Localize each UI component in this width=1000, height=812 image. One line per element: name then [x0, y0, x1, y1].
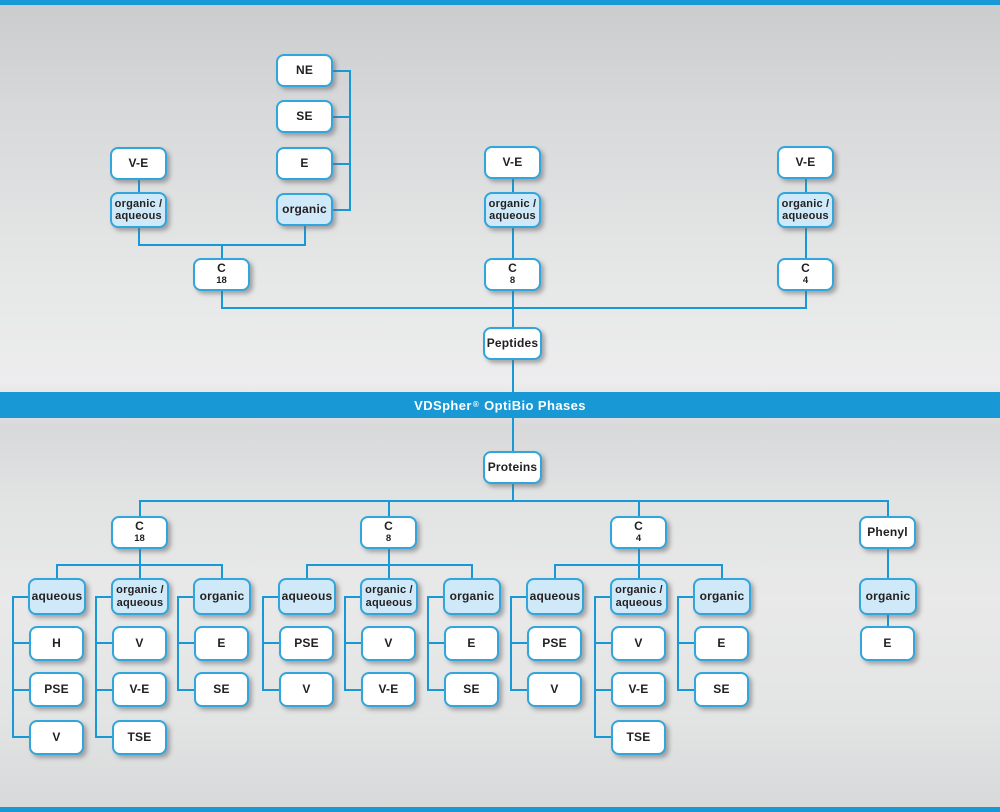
node-phenyl-organic: organic	[859, 578, 917, 615]
label-line1: organic /	[488, 197, 537, 210]
node-c18-orgaq-ve: V-E	[112, 672, 167, 707]
node-c18-organic-e: E	[194, 626, 249, 661]
node-c4-orgaq-tse: TSE	[611, 720, 666, 755]
node-peptides-root: Peptides	[483, 327, 542, 360]
node-pep-organic: organic	[276, 193, 333, 226]
bottom-border-bar	[0, 807, 1000, 812]
banner-rest: OptiBio Phases	[484, 397, 586, 413]
node-c18-orgaq-tse: TSE	[112, 720, 167, 755]
node-c4-orgaq-ve: V-E	[611, 672, 666, 707]
node-c8-organic-se: SE	[444, 672, 499, 707]
node-c4-organic: organic	[693, 578, 751, 615]
node-c4-organic-se: SE	[694, 672, 749, 707]
node-phenyl-organic-e: E	[860, 626, 915, 661]
banner-optibio-phases: VDSpher®OptiBio Phases	[0, 392, 1000, 418]
node-c4-organic-e: E	[694, 626, 749, 661]
label-line2: aqueous	[365, 596, 413, 609]
node-c18-organic-aqueous: organic / aqueous	[111, 578, 169, 615]
node-c18-orgaq-v: V	[112, 626, 167, 661]
banner-brand: VDSpher	[414, 397, 472, 413]
label-line1: organic /	[781, 197, 830, 210]
node-c18-organic-se: SE	[194, 672, 249, 707]
label-line2: aqueous	[615, 596, 663, 609]
node-proteins-root: Proteins	[483, 451, 542, 484]
node-pep-c18-organic-aqueous: organic / aqueous	[110, 192, 167, 228]
peptide-connectors	[138, 70, 807, 394]
node-pep-c4-ve: V-E	[777, 146, 834, 179]
node-c4-aqueous: aqueous	[526, 578, 584, 615]
node-c18-organic: organic	[193, 578, 251, 615]
label-line1: organic /	[615, 584, 663, 597]
node-pep-c18-ve: V-E	[110, 147, 167, 180]
label-line2: aqueous	[489, 210, 536, 222]
node-c4-aqueous-v: V	[527, 672, 582, 707]
label-line1: organic /	[116, 584, 164, 597]
node-pep-se: SE	[276, 100, 333, 133]
label-line2: aqueous	[115, 210, 162, 222]
node-pep-c8-ve: V-E	[484, 146, 541, 179]
node-c18-aqueous-h: H	[29, 626, 84, 661]
node-c8-organic-aqueous: organic / aqueous	[360, 578, 418, 615]
node-pep-c8-organic-aqueous: organic / aqueous	[484, 192, 541, 228]
node-c18-aqueous-v: V	[29, 720, 84, 755]
node-c18-aqueous-pse: PSE	[29, 672, 84, 707]
label-line1: organic /	[365, 584, 413, 597]
node-c8-aqueous-v: V	[279, 672, 334, 707]
node-c8-organic: organic	[443, 578, 501, 615]
node-c4-orgaq-v: V	[611, 626, 666, 661]
node-c8-orgaq-ve: V-E	[361, 672, 416, 707]
label-line1: organic /	[114, 197, 163, 210]
node-pro-phenyl: Phenyl	[859, 516, 916, 549]
node-c4-aqueous-pse: PSE	[527, 626, 582, 661]
node-c8-organic-e: E	[444, 626, 499, 661]
category-bracket-connectors	[12, 596, 697, 738]
node-pep-e: E	[276, 147, 333, 180]
node-pep-c4-organic-aqueous: organic / aqueous	[777, 192, 834, 228]
node-pep-ne: NE	[276, 54, 333, 87]
protein-backbone-connectors	[56, 417, 889, 628]
node-c8-aqueous-pse: PSE	[279, 626, 334, 661]
top-border-bar	[0, 0, 1000, 5]
node-c8-aqueous: aqueous	[278, 578, 336, 615]
node-c8-orgaq-v: V	[361, 626, 416, 661]
label-line2: aqueous	[782, 210, 829, 222]
node-c18-aqueous: aqueous	[28, 578, 86, 615]
node-c4-organic-aqueous: organic / aqueous	[610, 578, 668, 615]
label-line2: aqueous	[116, 596, 164, 609]
